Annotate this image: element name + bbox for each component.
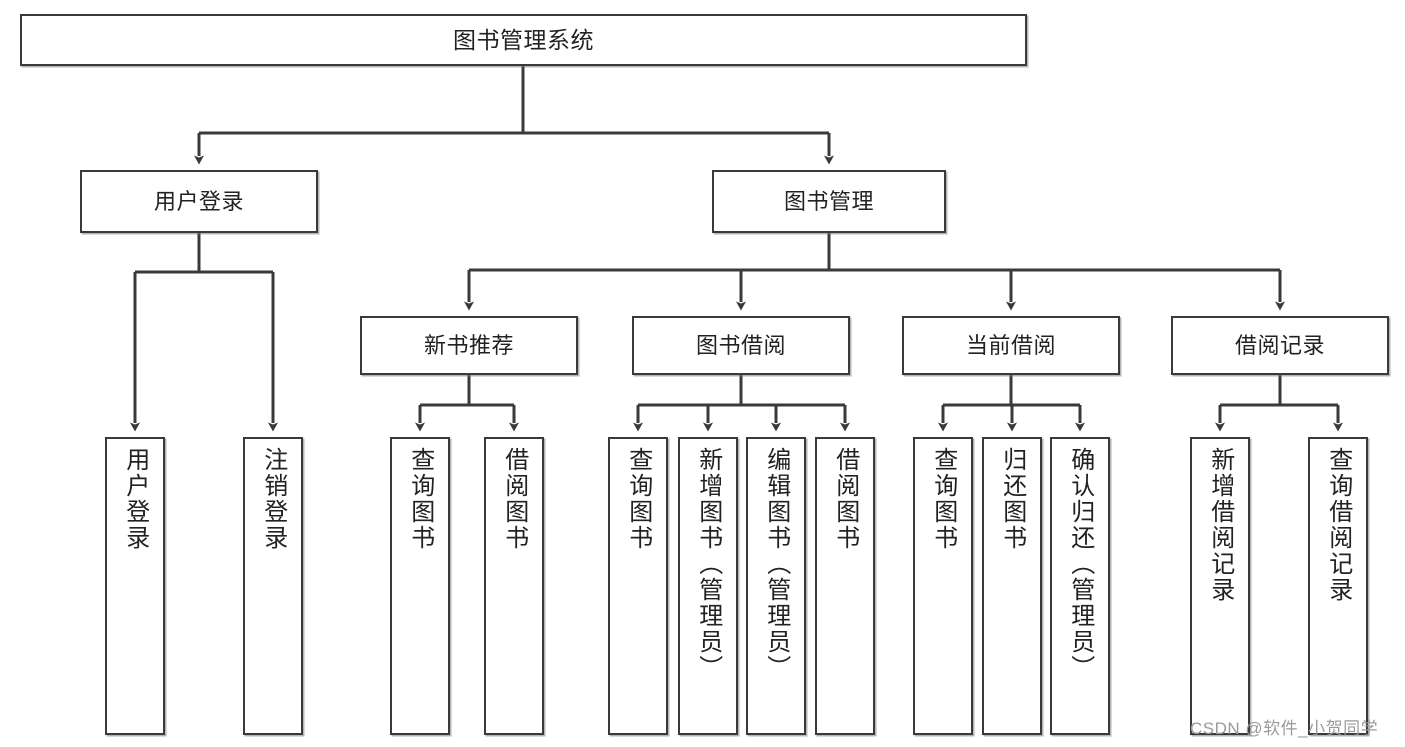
node-leaf-borrow-book-2-label: 借阅图书 xyxy=(831,447,859,551)
node-user-login[interactable]: 用户登录 xyxy=(80,170,318,233)
node-leaf-query-book-3-label: 查询图书 xyxy=(929,447,957,551)
node-leaf-user-login-label: 用户登录 xyxy=(121,447,149,551)
node-borrow-record[interactable]: 借阅记录 xyxy=(1171,316,1389,375)
node-leaf-edit-book-label: 编辑图书（管理员） xyxy=(762,447,790,681)
node-leaf-edit-book[interactable]: 编辑图书（管理员） xyxy=(746,437,806,735)
node-root-label: 图书管理系统 xyxy=(453,26,594,53)
node-leaf-query-book-2-label: 查询图书 xyxy=(624,447,652,551)
node-leaf-add-record[interactable]: 新增借阅记录 xyxy=(1190,437,1250,735)
node-leaf-return-book-label: 归还图书 xyxy=(998,447,1026,551)
node-leaf-return-book[interactable]: 归还图书 xyxy=(982,437,1042,735)
node-leaf-user-login[interactable]: 用户登录 xyxy=(105,437,165,735)
node-leaf-borrow-book-2[interactable]: 借阅图书 xyxy=(815,437,875,735)
node-root[interactable]: 图书管理系统 xyxy=(20,14,1027,66)
node-leaf-borrow-book-1[interactable]: 借阅图书 xyxy=(484,437,544,735)
node-leaf-query-book-2[interactable]: 查询图书 xyxy=(608,437,668,735)
node-user-login-label: 用户登录 xyxy=(153,188,244,214)
node-leaf-confirm-return-label: 确认归还（管理员） xyxy=(1066,447,1094,681)
node-current-borrow[interactable]: 当前借阅 xyxy=(902,316,1120,375)
node-current-borrow-label: 当前借阅 xyxy=(965,332,1056,358)
node-leaf-add-record-label: 新增借阅记录 xyxy=(1206,447,1234,603)
node-leaf-query-book-1[interactable]: 查询图书 xyxy=(390,437,450,735)
node-book-borrow[interactable]: 图书借阅 xyxy=(632,316,850,375)
node-leaf-query-record-label: 查询借阅记录 xyxy=(1324,447,1352,603)
node-book-manage-label: 图书管理 xyxy=(783,188,874,214)
node-leaf-user-logout-label: 注销登录 xyxy=(259,447,287,551)
node-leaf-confirm-return[interactable]: 确认归还（管理员） xyxy=(1050,437,1110,735)
node-leaf-query-book-1-label: 查询图书 xyxy=(406,447,434,551)
node-book-borrow-label: 图书借阅 xyxy=(695,332,786,358)
csdn-watermark: CSDN @软件_小贺同学 xyxy=(1190,719,1379,738)
node-leaf-add-book[interactable]: 新增图书（管理员） xyxy=(678,437,738,735)
node-leaf-user-logout[interactable]: 注销登录 xyxy=(243,437,303,735)
node-leaf-borrow-book-1-label: 借阅图书 xyxy=(500,447,528,551)
node-new-book-rec-label: 新书推荐 xyxy=(423,332,514,358)
node-leaf-add-book-label: 新增图书（管理员） xyxy=(694,447,722,681)
node-new-book-rec[interactable]: 新书推荐 xyxy=(360,316,578,375)
node-leaf-query-record[interactable]: 查询借阅记录 xyxy=(1308,437,1368,735)
node-book-manage[interactable]: 图书管理 xyxy=(712,170,946,233)
node-leaf-query-book-3[interactable]: 查询图书 xyxy=(913,437,973,735)
node-borrow-record-label: 借阅记录 xyxy=(1234,332,1325,358)
